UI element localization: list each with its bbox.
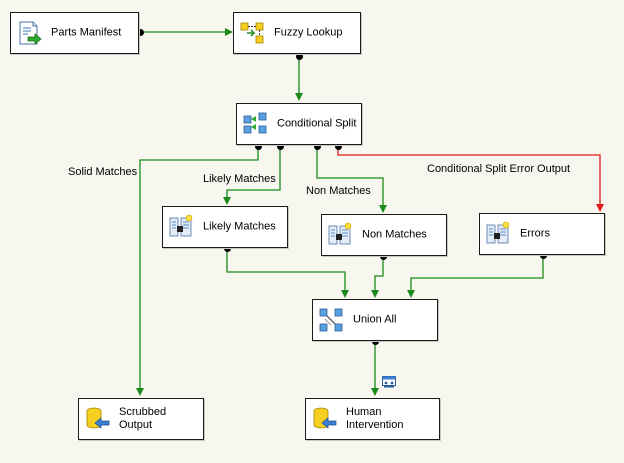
- component-non-matches[interactable]: Non Matches: [321, 214, 447, 256]
- flat-file-source-icon: [19, 21, 42, 45]
- component-parts-manifest[interactable]: Parts Manifest: [10, 12, 139, 54]
- output-port[interactable]: [314, 143, 321, 150]
- output-port[interactable]: [137, 29, 144, 36]
- output-port[interactable]: [335, 143, 342, 150]
- component-label: Union All: [353, 313, 397, 326]
- union-all-icon: [319, 308, 343, 332]
- component-human-intervention[interactable]: Human Intervention: [305, 398, 440, 440]
- component-label: Conditional Split: [277, 117, 357, 130]
- edge-label-non-matches: Non Matches: [306, 185, 371, 197]
- output-port[interactable]: [277, 143, 284, 150]
- component-scrubbed-output[interactable]: Scrubbed Output: [78, 398, 204, 440]
- ole-db-destination-icon: [86, 407, 110, 429]
- raw-file-destination-icon: [169, 214, 193, 237]
- component-likely-matches[interactable]: Likely Matches: [162, 206, 288, 248]
- component-fuzzy-lookup[interactable]: Fuzzy Lookup: [233, 12, 361, 54]
- output-port[interactable]: [296, 53, 303, 60]
- component-errors[interactable]: Errors: [479, 213, 605, 255]
- fuzzy-lookup-icon: [240, 22, 264, 44]
- ole-db-destination-icon: [313, 407, 337, 429]
- output-port[interactable]: [540, 252, 547, 259]
- component-label: Scrubbed Output: [119, 406, 167, 431]
- output-port[interactable]: [372, 338, 379, 345]
- output-port[interactable]: [224, 245, 231, 252]
- component-label: Non Matches: [362, 228, 427, 241]
- component-label: Errors: [520, 227, 550, 240]
- conditional-split-icon: [243, 112, 267, 134]
- component-label: Parts Manifest: [51, 26, 122, 39]
- component-union-all[interactable]: Union All: [312, 299, 438, 341]
- edge-label-likely-matches: Likely Matches: [203, 173, 276, 185]
- path-error-output[interactable]: [337, 147, 604, 212]
- path-likely-to-union[interactable]: [226, 249, 349, 298]
- path-non-matches[interactable]: [316, 147, 387, 213]
- raw-file-destination-icon: [328, 222, 352, 245]
- edge-label-error-output: Conditional Split Error Output: [427, 163, 571, 175]
- component-label: Likely Matches: [203, 220, 276, 233]
- component-conditional-split[interactable]: Conditional Split: [236, 103, 362, 145]
- edge-label-solid-matches: Solid Matches: [68, 166, 138, 178]
- output-port[interactable]: [380, 253, 387, 260]
- path-solid-matches[interactable]: [136, 147, 259, 396]
- path-errors-to-union[interactable]: [407, 256, 544, 298]
- component-label: Human Intervention: [346, 406, 404, 431]
- raw-file-destination-icon: [486, 221, 510, 244]
- path-non-to-union[interactable]: [371, 257, 384, 298]
- data-viewer-icon[interactable]: [382, 376, 396, 388]
- path-likely-matches[interactable]: [223, 147, 281, 205]
- component-label: Fuzzy Lookup: [274, 26, 343, 39]
- output-port[interactable]: [255, 143, 262, 150]
